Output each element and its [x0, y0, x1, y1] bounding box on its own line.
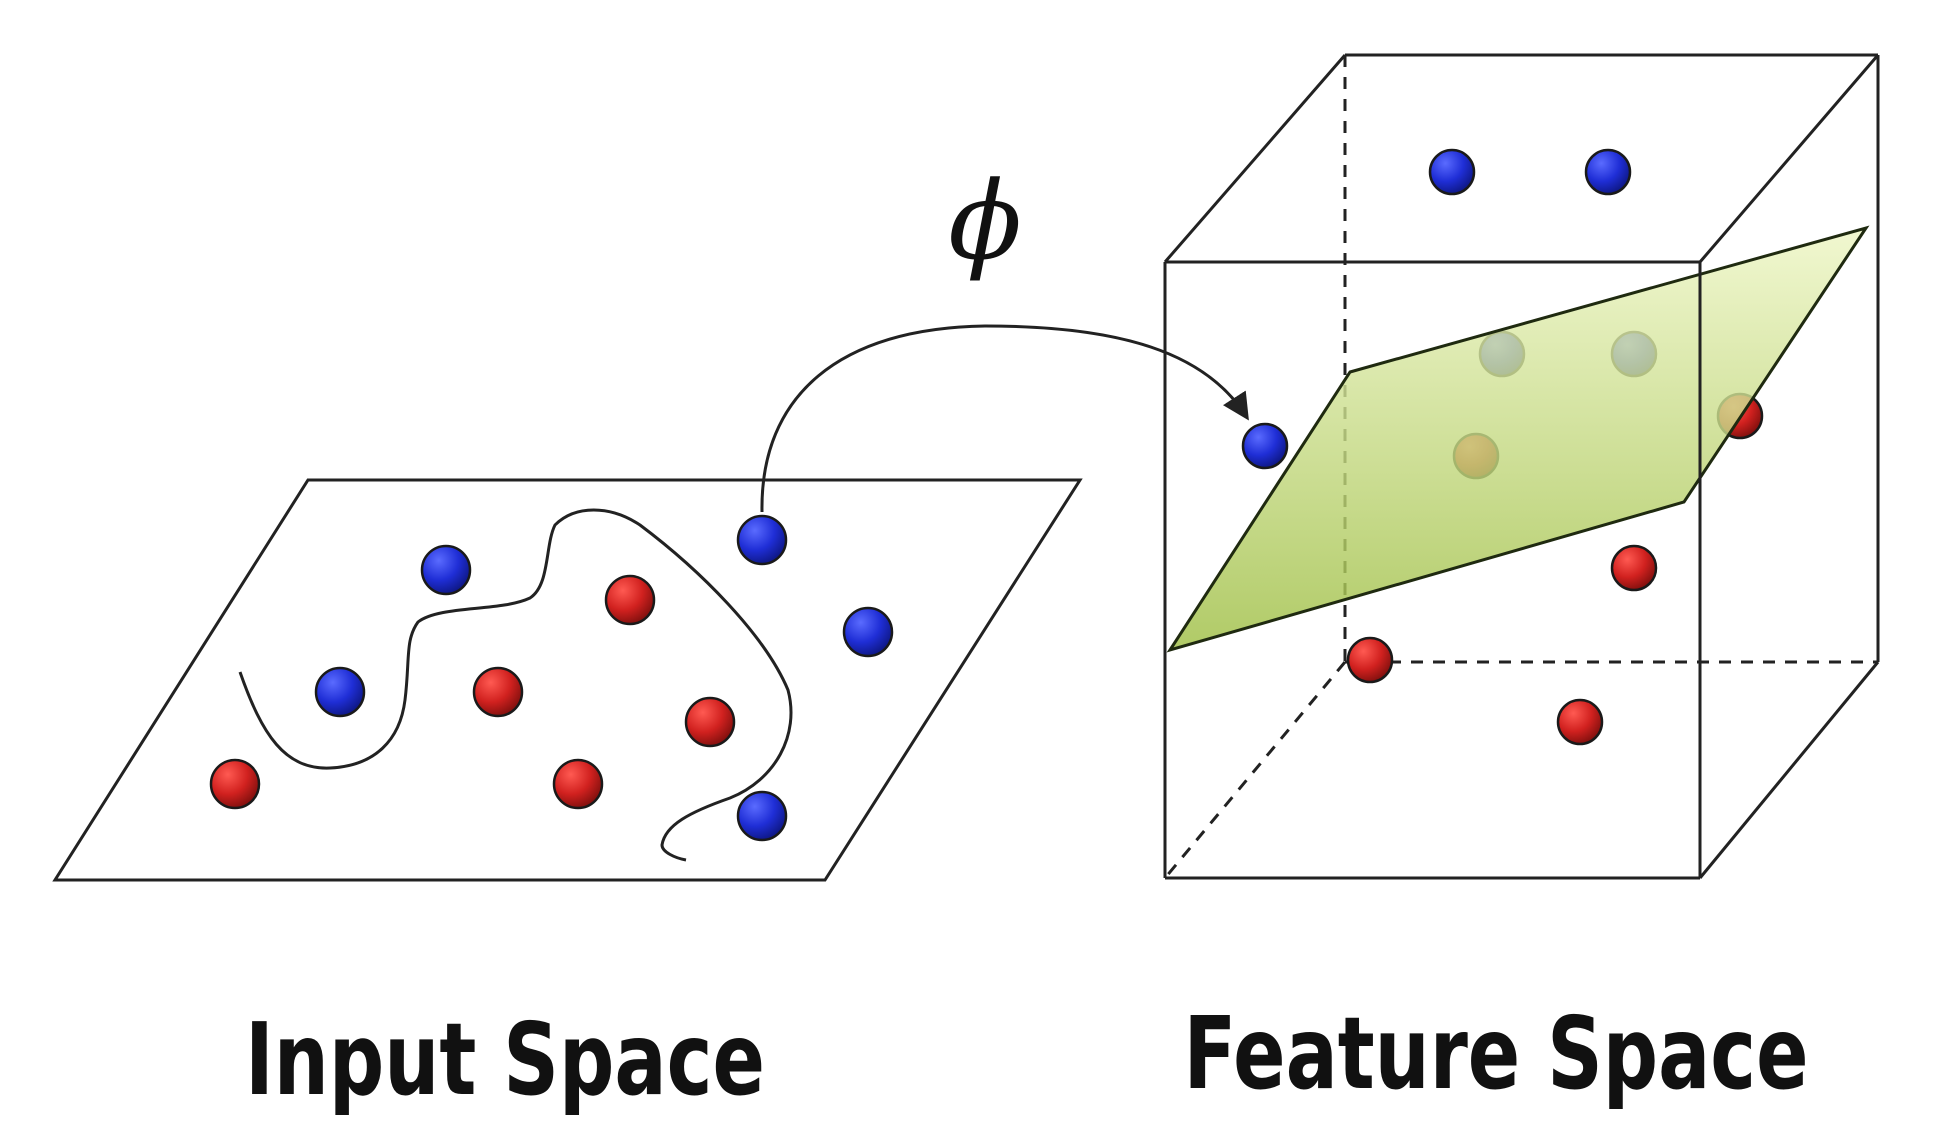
input-space-panel: Input Space	[52, 478, 1083, 1118]
phi-symbol: ϕ	[948, 159, 1022, 284]
feature-points-lower	[1346, 544, 1658, 746]
red-point	[1346, 636, 1394, 684]
red-point	[604, 574, 656, 626]
red-point	[1556, 698, 1604, 746]
feature-space-caption: Feature Space	[1184, 995, 1809, 1112]
blue-point	[314, 666, 366, 718]
feature-space-panel: Feature Space	[1163, 53, 1880, 1112]
blue-point	[736, 514, 788, 566]
blue-point	[1428, 148, 1476, 196]
blue-point	[1584, 148, 1632, 196]
mapping-arrow-group: ϕ	[760, 159, 1249, 513]
cube-back-edges	[1345, 53, 1880, 662]
separating-hyperplane	[1166, 225, 1870, 653]
blue-point	[1241, 422, 1289, 470]
input-points	[209, 514, 894, 842]
blue-point	[420, 544, 472, 596]
cube-front-edges	[1163, 54, 1880, 880]
cube-hidden-edges	[1163, 55, 1878, 879]
blue-point	[842, 606, 894, 658]
mapping-arrow	[760, 324, 1249, 513]
red-point	[209, 758, 261, 810]
input-space-caption: Input Space	[245, 1001, 765, 1118]
red-point	[1610, 544, 1658, 592]
blue-point	[736, 790, 788, 842]
nonlinear-decision-boundary	[238, 508, 793, 862]
red-point	[472, 666, 524, 718]
red-point	[552, 758, 604, 810]
input-plane	[52, 478, 1083, 882]
red-point	[684, 696, 736, 748]
